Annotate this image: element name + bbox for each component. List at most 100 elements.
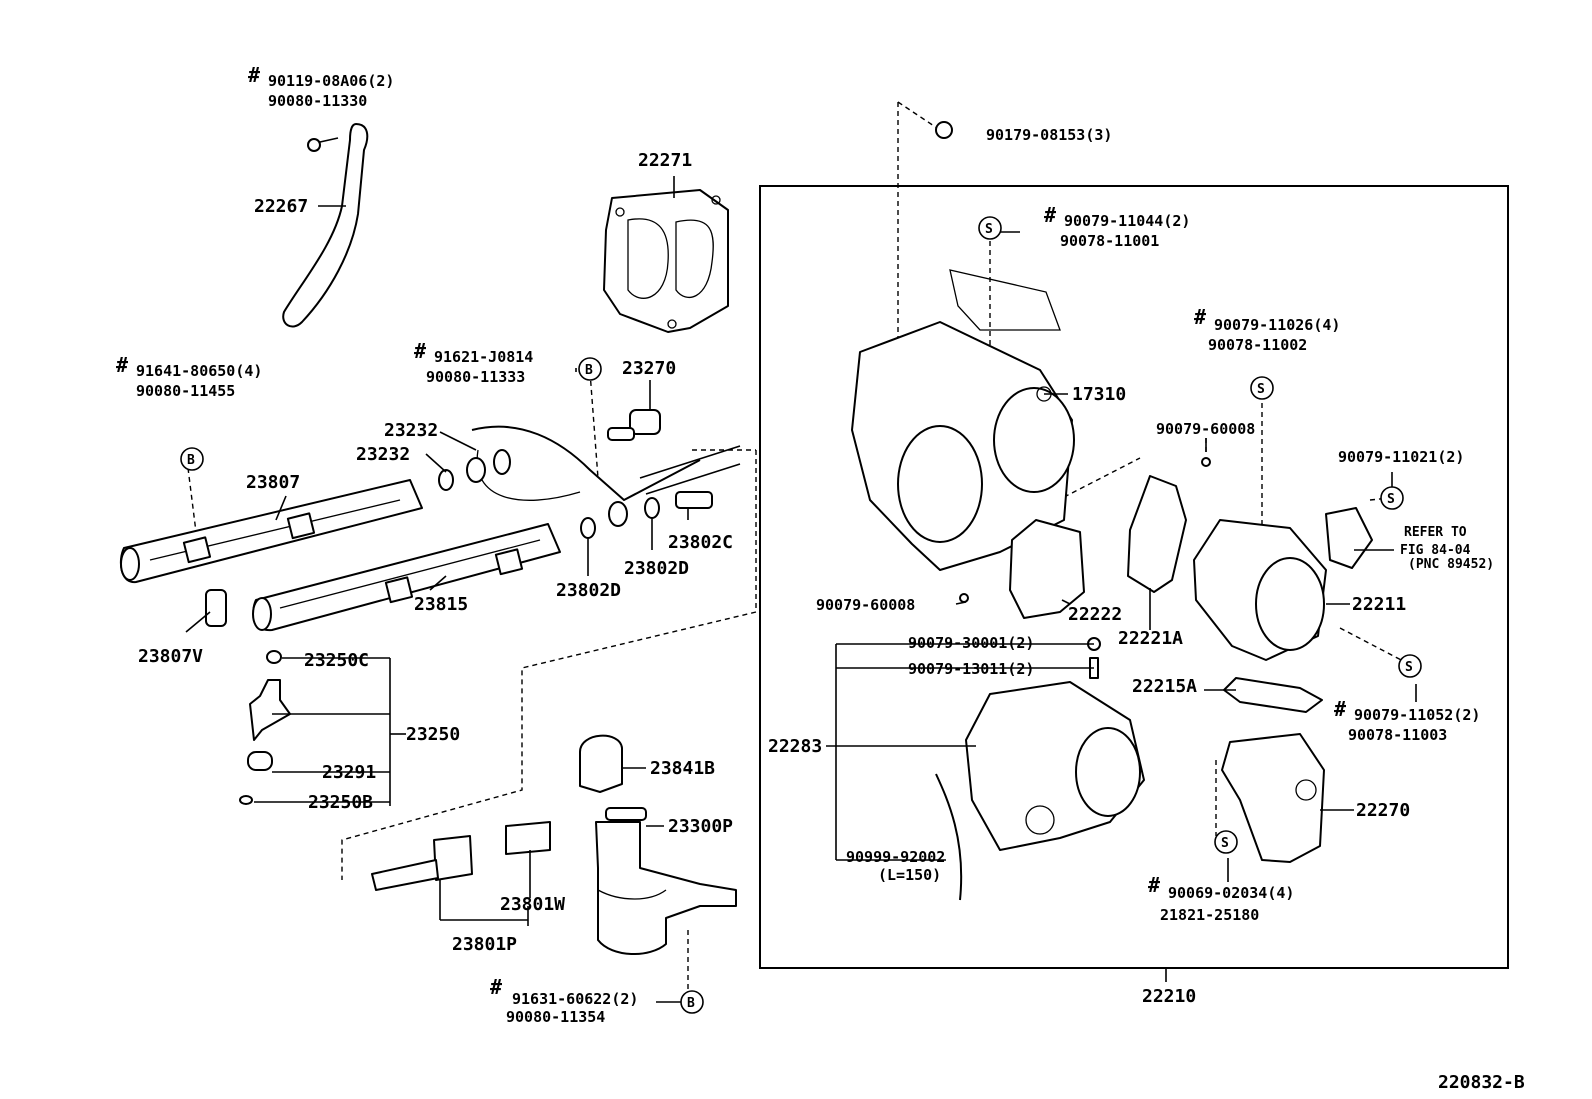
label-refer-1: REFER TO bbox=[1404, 525, 1467, 540]
pulsation-damper-23270 bbox=[607, 409, 661, 441]
damper-23807v bbox=[205, 589, 227, 627]
label-23801p: 23801P bbox=[452, 934, 517, 955]
label-91621: 91621-J0814 bbox=[434, 348, 533, 366]
throttle-assembly-17310 bbox=[851, 269, 1075, 571]
symbol-s-5: S bbox=[1214, 830, 1238, 854]
label-90080-11455: 90080-11455 bbox=[136, 382, 235, 400]
label-22267: 22267 bbox=[254, 196, 308, 217]
hash-mark-4: # bbox=[1044, 203, 1056, 227]
label-23802c: 23802C bbox=[668, 532, 733, 553]
gasket-22271 bbox=[603, 189, 729, 333]
symbol-s-2: S bbox=[1250, 376, 1274, 400]
hash-mark-1: # bbox=[248, 63, 260, 87]
diagram-code: 220832-B bbox=[1438, 1072, 1525, 1093]
sensor-23801p bbox=[371, 835, 473, 891]
label-23250: 23250 bbox=[406, 724, 460, 745]
label-refer-2: FIG 84-04 bbox=[1400, 543, 1471, 558]
throttle-body-22211 bbox=[1193, 519, 1327, 661]
label-23270: 23270 bbox=[622, 358, 676, 379]
label-23802d-a: 23802D bbox=[556, 580, 621, 601]
label-90119: 90119-08A06(2) bbox=[268, 72, 394, 90]
gasket-23802d-a bbox=[580, 517, 596, 539]
label-22271: 22271 bbox=[638, 150, 692, 171]
label-22222: 22222 bbox=[1068, 604, 1122, 625]
label-17310: 17310 bbox=[1072, 384, 1126, 405]
gasket-22215a bbox=[1223, 677, 1323, 713]
label-90078-11003: 90078-11003 bbox=[1348, 726, 1447, 744]
symbol-b-1: B bbox=[180, 447, 204, 471]
label-23291: 23291 bbox=[322, 762, 376, 783]
insulator-23841b bbox=[579, 734, 623, 793]
leader-lines bbox=[185, 176, 1417, 1003]
hose-90999 bbox=[935, 773, 963, 901]
label-90079-11021: 90079-11021(2) bbox=[1338, 448, 1464, 466]
bolt-90179-icon bbox=[935, 121, 953, 139]
label-23841b: 23841B bbox=[650, 758, 715, 779]
label-90078-11002: 90078-11002 bbox=[1208, 336, 1307, 354]
label-90079-11026: 90079-11026(4) bbox=[1214, 316, 1340, 334]
hash-mark-2: # bbox=[116, 353, 128, 377]
svg-text:S: S bbox=[1387, 492, 1395, 507]
svg-text:S: S bbox=[1405, 660, 1413, 675]
svg-text:S: S bbox=[1257, 382, 1265, 397]
assembly-frame-22210 bbox=[759, 185, 1509, 969]
symbol-s-3: S bbox=[1380, 486, 1404, 510]
label-22283: 22283 bbox=[768, 736, 822, 757]
symbol-s-1: S bbox=[978, 216, 1002, 240]
label-90079-11044: 90079-11044(2) bbox=[1064, 212, 1190, 230]
symbol-b-2: B bbox=[578, 357, 602, 381]
label-l150: (L=150) bbox=[878, 866, 941, 884]
svg-text:S: S bbox=[1221, 836, 1229, 851]
isc-valve-22270 bbox=[1221, 733, 1325, 863]
washer-90079-60008b-icon bbox=[959, 593, 969, 603]
label-23250c: 23250C bbox=[304, 650, 369, 671]
label-90069: 90069-02034(4) bbox=[1168, 884, 1294, 902]
label-23815: 23815 bbox=[414, 594, 468, 615]
label-22221a: 22221A bbox=[1118, 628, 1183, 649]
label-22270: 22270 bbox=[1356, 800, 1410, 821]
symbol-b-3: B bbox=[680, 990, 704, 1014]
label-23802d-b: 23802D bbox=[624, 558, 689, 579]
label-23232-b: 23232 bbox=[356, 444, 410, 465]
label-90179: 90179-08153(3) bbox=[986, 126, 1112, 144]
hash-mark-6: # bbox=[1334, 697, 1346, 721]
label-23807: 23807 bbox=[246, 472, 300, 493]
injector-23250 bbox=[239, 650, 291, 805]
label-23807v: 23807V bbox=[138, 646, 203, 667]
label-22210: 22210 bbox=[1142, 986, 1196, 1007]
fuel-rail-23815 bbox=[252, 523, 561, 632]
sensor-23801w bbox=[505, 821, 551, 855]
label-23300p: 23300P bbox=[668, 816, 733, 837]
hash-mark-5: # bbox=[1194, 305, 1206, 329]
washer-90079-60008a-icon bbox=[1201, 457, 1211, 467]
label-90078-11001: 90078-11001 bbox=[1060, 232, 1159, 250]
label-refer-3: (PNC 89452) bbox=[1408, 557, 1494, 572]
label-21821: 21821-25180 bbox=[1160, 906, 1259, 924]
gasket-22221a bbox=[1127, 475, 1187, 593]
bolt-90119-icon bbox=[307, 137, 339, 152]
label-90999: 90999-92002 bbox=[846, 848, 945, 866]
symbol-s-4: S bbox=[1398, 654, 1422, 678]
svg-text:B: B bbox=[585, 363, 593, 378]
union-23802c bbox=[675, 491, 713, 509]
svg-text:B: B bbox=[687, 996, 695, 1011]
label-90079-60008-b: 90079-60008 bbox=[816, 596, 915, 614]
label-90079-60008-a: 90079-60008 bbox=[1156, 420, 1255, 438]
label-90080-11354: 90080-11354 bbox=[506, 1008, 605, 1026]
throttle-body-22283 bbox=[965, 681, 1145, 851]
hash-mark-8: # bbox=[490, 975, 502, 999]
hash-mark-3: # bbox=[414, 339, 426, 363]
label-22215a: 22215A bbox=[1132, 676, 1197, 697]
pressure-regulator-23300p bbox=[595, 807, 737, 955]
label-90080-11333: 90080-11333 bbox=[426, 368, 525, 386]
hash-mark-7: # bbox=[1148, 873, 1160, 897]
label-90079-13011: 90079-13011(2) bbox=[908, 660, 1034, 678]
svg-text:B: B bbox=[187, 453, 195, 468]
gasket-23802d-b bbox=[644, 497, 660, 519]
label-91641: 91641-80650(4) bbox=[136, 362, 262, 380]
label-90079-11052: 90079-11052(2) bbox=[1354, 706, 1480, 724]
bracket-22267 bbox=[282, 123, 369, 328]
label-22211: 22211 bbox=[1352, 594, 1406, 615]
label-23250b: 23250B bbox=[308, 792, 373, 813]
